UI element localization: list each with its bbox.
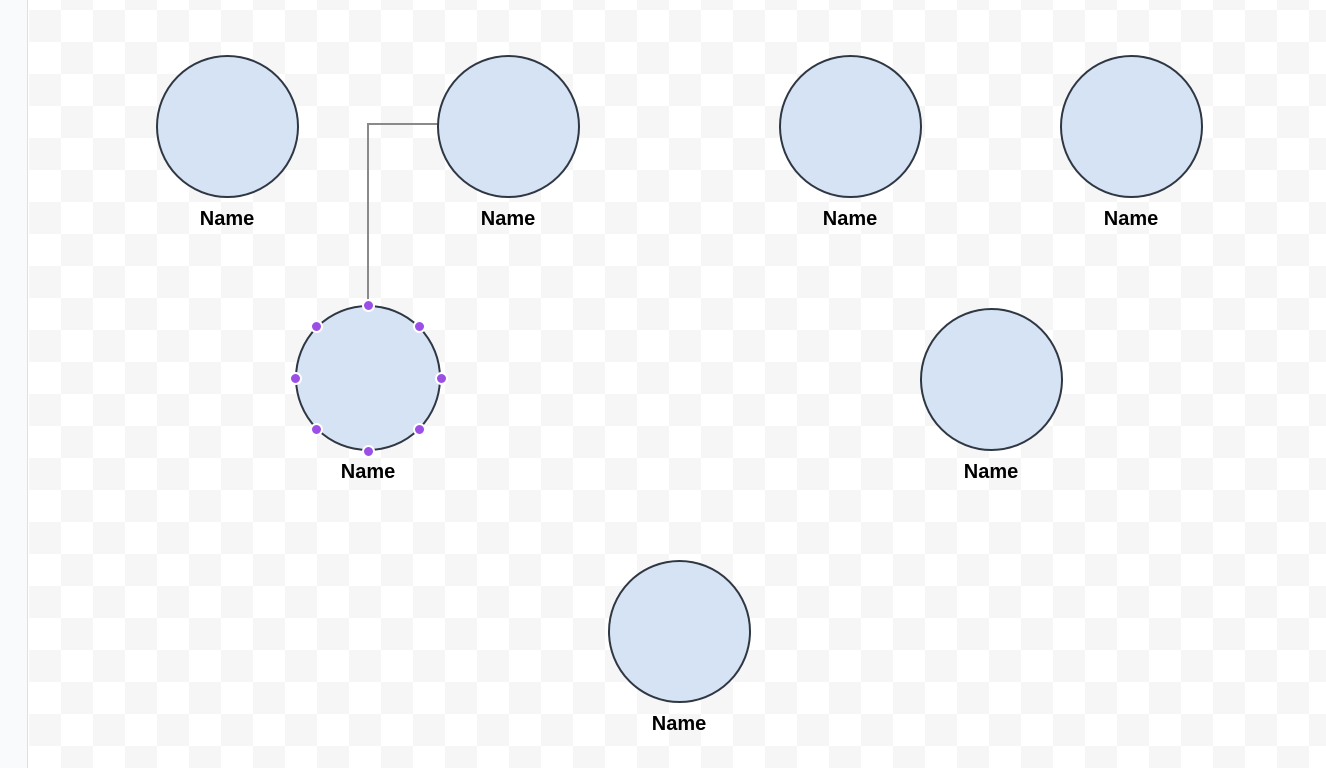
diagram-node[interactable]: Name [778,54,922,230]
diagram-node-selected[interactable]: Name [288,298,448,483]
node-circle[interactable] [607,559,751,703]
edge-connector[interactable] [367,123,438,307]
node-label[interactable]: Name [199,207,255,230]
node-circle[interactable] [436,54,580,198]
node-label[interactable]: Name [651,712,707,735]
node-circle[interactable] [778,54,922,198]
diagram-node[interactable]: Name [436,54,580,230]
diagram-node[interactable]: Name [607,559,751,735]
node-label[interactable]: Name [340,461,396,483]
handle-ne-resize-handle[interactable] [413,319,427,333]
node-label[interactable]: Name [963,460,1019,483]
left-rail-panel[interactable] [0,0,28,768]
handle-se-resize-handle[interactable] [413,423,427,437]
handle-e-resize-handle[interactable] [434,371,448,385]
diagram-node[interactable]: Name [919,307,1063,483]
node-circle[interactable] [1059,54,1203,198]
node-circle[interactable] [919,307,1063,451]
handle-s-resize-handle[interactable] [361,444,375,458]
diagram-node[interactable]: Name [155,54,299,230]
handle-w-resize-handle[interactable] [288,371,302,385]
node-label[interactable]: Name [1103,207,1159,230]
handle-sw-resize-handle[interactable] [309,423,323,437]
node-circle[interactable] [155,54,299,198]
handle-nw-resize-handle[interactable] [309,319,323,333]
node-label[interactable]: Name [822,207,878,230]
diagram-node[interactable]: Name [1059,54,1203,230]
node-label[interactable]: Name [480,207,536,230]
handle-n-resize-handle[interactable] [361,298,375,312]
